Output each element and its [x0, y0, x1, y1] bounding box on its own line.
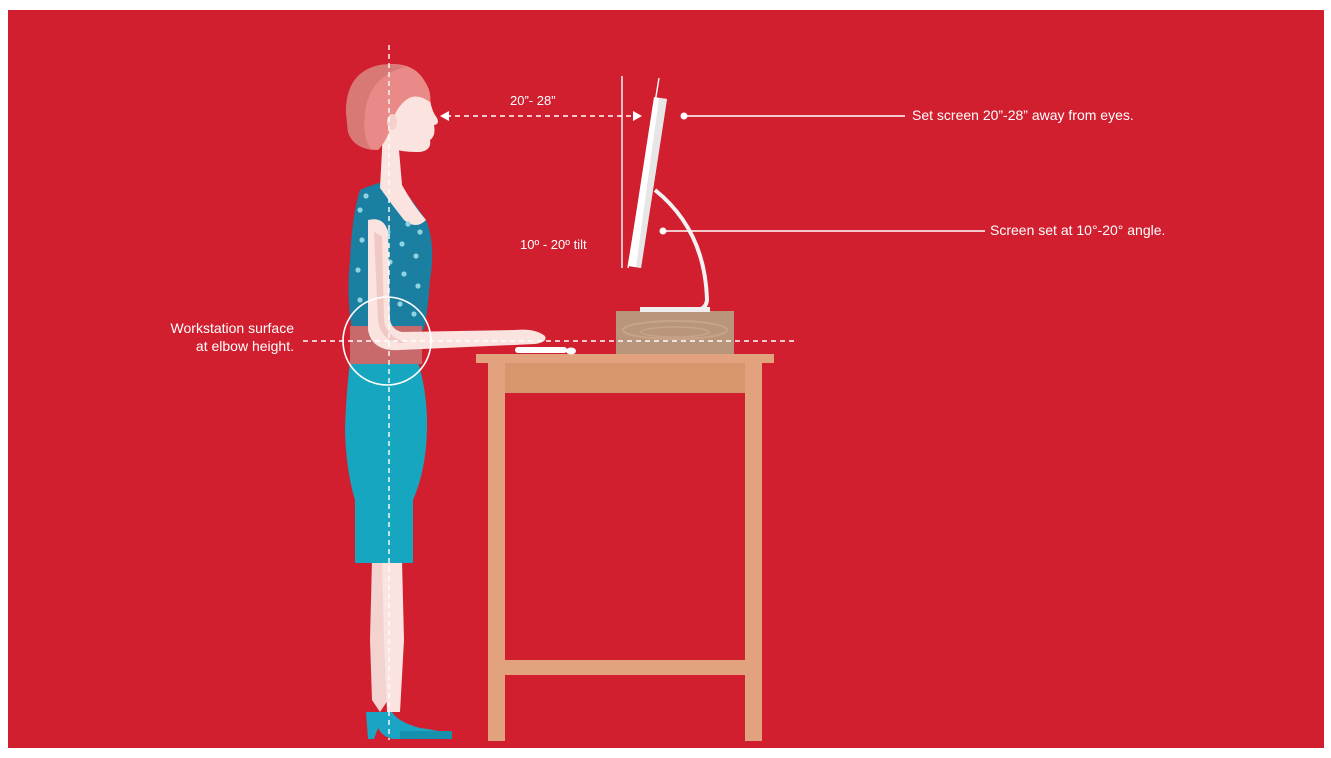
desk-note-line1: Workstation surface [171, 319, 294, 337]
tilt-note-dot [660, 228, 667, 235]
desk-leg-left [488, 363, 505, 741]
desk-crossbar [505, 660, 745, 675]
desk-top [476, 354, 774, 363]
tilt-measure-label: 10º - 20º tilt [520, 236, 587, 254]
desk-note-line2: at elbow height. [196, 337, 294, 355]
monitor-riser [616, 311, 734, 354]
mouse [566, 348, 576, 355]
eye-distance-note: Set screen 20”-28” away from eyes. [912, 106, 1134, 124]
eye-note-dot [681, 113, 688, 120]
keyboard [515, 347, 567, 353]
screen-angle-note: Screen set at 10°-20° angle. [990, 221, 1165, 239]
desk-leg-right [745, 363, 762, 741]
desk-apron-shadow [505, 363, 745, 393]
distance-measure-label: 20”- 28” [510, 92, 556, 110]
